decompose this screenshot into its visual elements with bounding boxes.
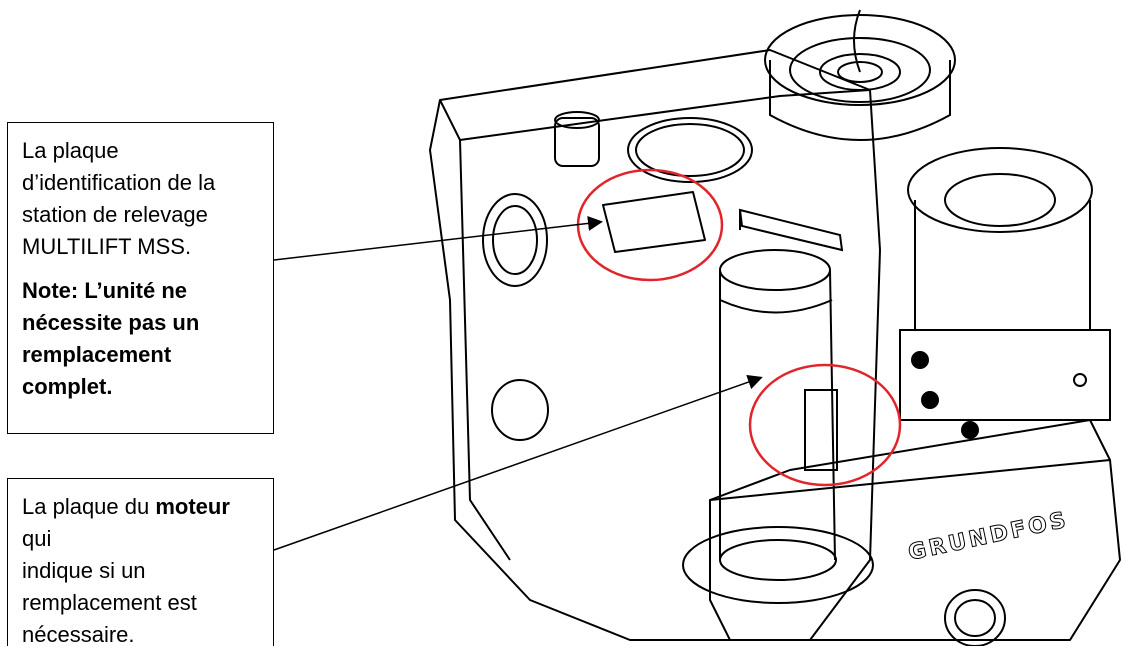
top-cap <box>764 9 956 141</box>
motor-unit <box>682 208 874 604</box>
callout-1-note-3: remplacement complet. <box>22 342 172 399</box>
outlet-fitting <box>899 147 1111 439</box>
callout-2-line-4: nécessaire. <box>22 622 135 647</box>
callout-2-line-3: remplacement est <box>22 590 197 615</box>
front-outlet <box>944 589 1006 646</box>
callout-2-line-2: indique si un <box>22 558 146 583</box>
callout-1-line-1: La plaque <box>22 138 119 163</box>
callout-1-note-2: nécessite pas un <box>22 310 200 335</box>
brand-logo: GRUNDFOS <box>906 507 1071 565</box>
callout-1-line-2: d’identification de la <box>22 170 216 195</box>
highlight-circle-motor-plate <box>748 363 902 487</box>
leader-line-nameplate <box>273 215 603 261</box>
callout-1-note-1: Note: L’unité ne <box>22 278 187 303</box>
leader-line-motor-plate <box>273 374 763 551</box>
callout-motor-plate: La plaque du moteur qui indique si un re… <box>7 478 274 647</box>
callout-2-bold-word: moteur <box>155 494 230 519</box>
callout-nameplate-station: La plaque d’identification de la station… <box>7 122 274 434</box>
callout-1-line-4: MULTILIFT MSS. <box>22 234 192 259</box>
callout-1-line-3: station de relevage <box>22 202 208 227</box>
callout-2-suffix: qui <box>22 526 52 551</box>
callout-2-line-1: La plaque du moteur qui <box>22 491 259 555</box>
tank-body <box>429 49 1121 641</box>
callout-2-prefix: La plaque du <box>22 494 156 519</box>
